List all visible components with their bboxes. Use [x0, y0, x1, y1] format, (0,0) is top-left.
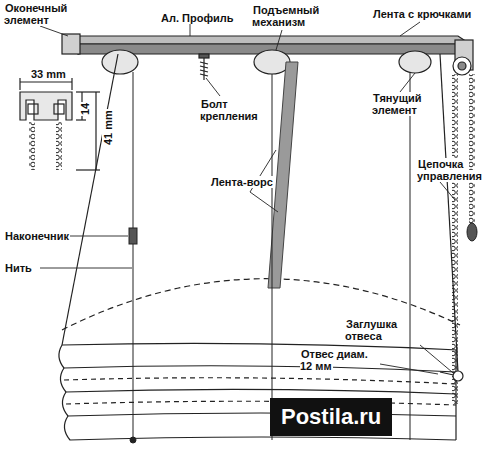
part-name: Болт крепления: [200, 98, 270, 122]
fabric: [59, 54, 460, 440]
lift-mechanism: [102, 50, 431, 74]
part-name: Ал. Профиль: [160, 12, 250, 24]
weight-bar: [440, 371, 463, 381]
cords: [129, 72, 410, 443]
leader-lines: [40, 22, 455, 374]
end-cap: [62, 34, 80, 54]
profile-section: [20, 78, 100, 170]
dimension: 14: [79, 96, 91, 116]
aluminium-rail: [62, 34, 473, 75]
part-name: Оконечный элемент: [4, 2, 74, 26]
part-name: Нить: [4, 262, 44, 274]
bolt: [199, 54, 209, 80]
part-name: Подъемный механизм: [252, 4, 332, 28]
part-name: Заглушка отвеса: [345, 318, 415, 342]
part-name: Наконечник: [4, 230, 74, 242]
part-name: Лента-ворс: [210, 176, 280, 188]
dimension: 41 mm: [102, 106, 114, 146]
part-name: Лента с крючками: [372, 8, 497, 20]
dimension: 33 mm: [30, 68, 70, 80]
part-name: Отвес диам. 12 мм: [300, 348, 380, 372]
part-name: Тянущий элемент: [372, 92, 434, 116]
control-chain: [452, 74, 477, 404]
watermark: Postila.ru: [270, 398, 392, 436]
part-name: Цепочка управления: [417, 158, 497, 182]
